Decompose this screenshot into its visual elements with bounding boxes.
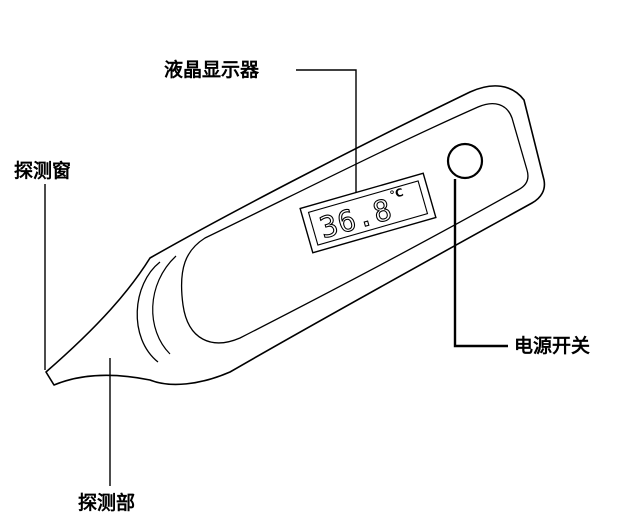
power-button[interactable] (446, 142, 484, 180)
thermometer-body (45, 85, 546, 386)
lcd-leader-line (296, 69, 357, 193)
label-detection-part: 探测部 (78, 492, 136, 514)
label-detection-window: 探测窗 (14, 160, 72, 182)
label-lcd-display: 液晶显示器 (164, 59, 260, 81)
power-leader-line (453, 179, 508, 348)
label-power-switch: 电源开关 (514, 335, 591, 357)
lcd-inner-frame (307, 180, 429, 246)
thermometer-face-panel (180, 103, 529, 344)
lcd-unit: °C (388, 186, 405, 202)
head-groove (136, 261, 161, 363)
head-groove-inner (152, 255, 177, 355)
